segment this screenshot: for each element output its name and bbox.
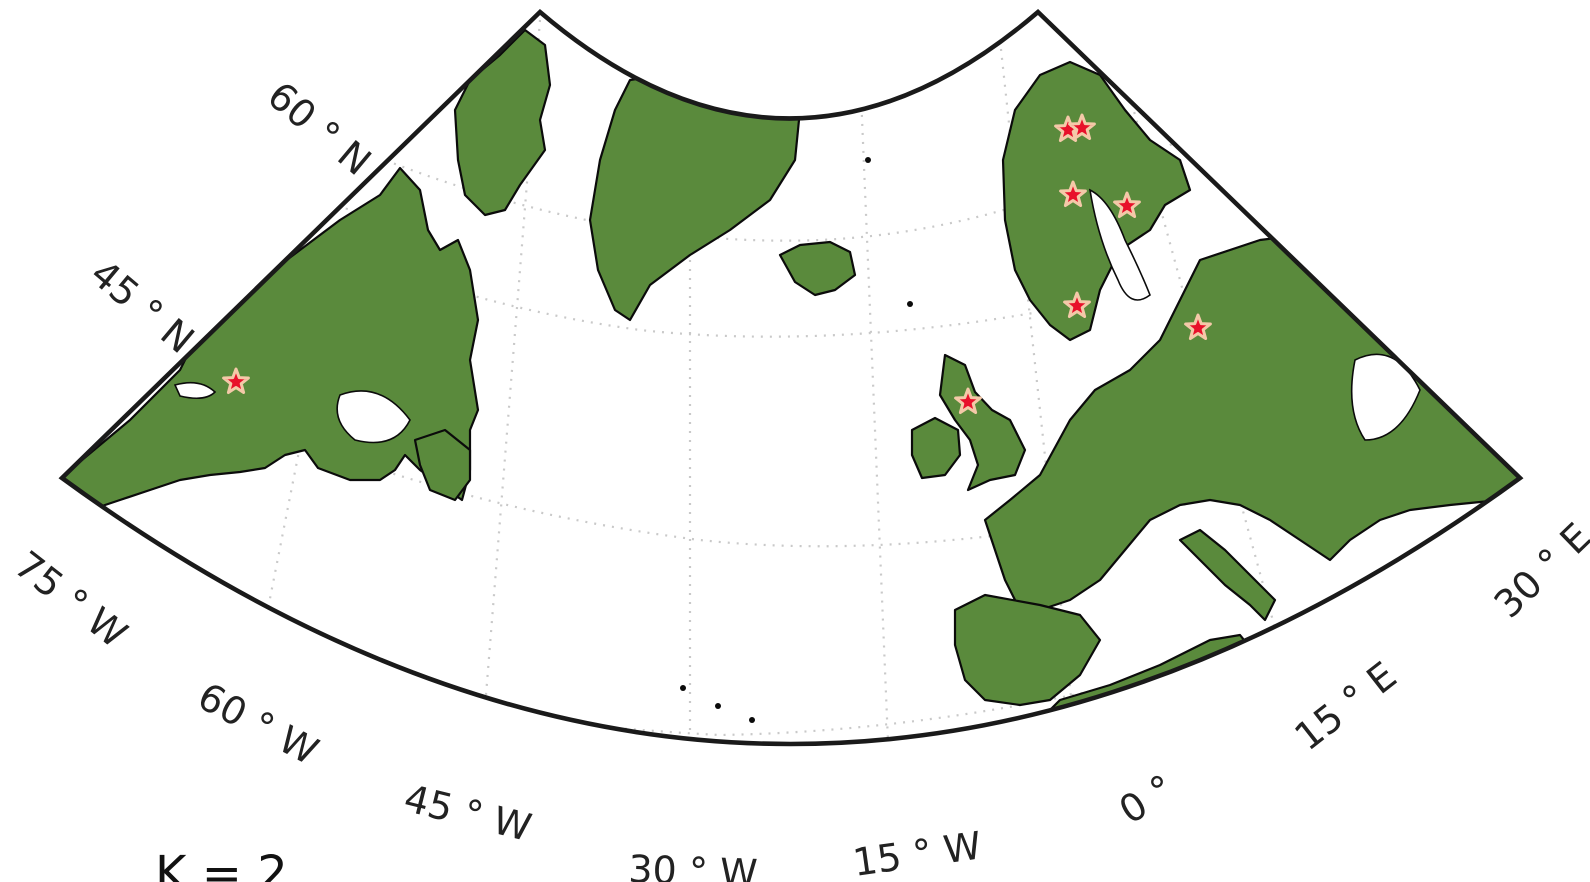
water-black-sea (1350, 353, 1421, 441)
landmass-baffin (453, 28, 552, 217)
landmass-newfoundland (413, 428, 472, 502)
landmass-ireland (910, 416, 962, 480)
station-markers (222, 113, 1212, 414)
station-star-icon (222, 367, 250, 394)
label-lon-15w: 15 ° W (850, 823, 984, 882)
label-lon-60w: 60 ° W (191, 674, 326, 773)
landmass-greenland (588, 68, 802, 322)
landmass-great-britain (938, 353, 1027, 492)
island-azores-3 (749, 717, 755, 723)
water-gulf-bothnia (1088, 188, 1151, 301)
station-star-icon (1063, 291, 1091, 318)
label-lon-0: 0 ° (1111, 766, 1181, 833)
landmass-italy (1178, 528, 1277, 622)
label-lon-15e: 15 ° E (1286, 653, 1404, 759)
station-star-icon (954, 387, 982, 414)
landmass-iberia (953, 593, 1102, 707)
island-azores-2 (715, 703, 721, 709)
label-lon-30w: 30 ° W (628, 847, 759, 882)
island-faroe (907, 301, 913, 307)
water-gulf (336, 390, 411, 444)
landmass-iceland (778, 240, 857, 297)
island-azores-1 (680, 685, 686, 691)
water-great-lake (173, 381, 217, 400)
island-jan-mayen (865, 157, 871, 163)
station-star-icon (1113, 191, 1141, 218)
label-lat-45n: 45 ° N (82, 251, 202, 362)
station-star-icon (1184, 313, 1212, 340)
cutoff-caption: K = 2 (155, 846, 288, 882)
label-lon-30e: 30 ° E (1486, 515, 1590, 627)
station-star-icon (1068, 113, 1096, 140)
label-lon-45w: 45 ° W (400, 776, 536, 850)
station-star-icon (1059, 180, 1087, 207)
map-frame (58, 8, 1524, 747)
label-lat-60n: 60 ° N (259, 73, 379, 184)
label-lon-75w: 75 ° W (6, 542, 135, 656)
